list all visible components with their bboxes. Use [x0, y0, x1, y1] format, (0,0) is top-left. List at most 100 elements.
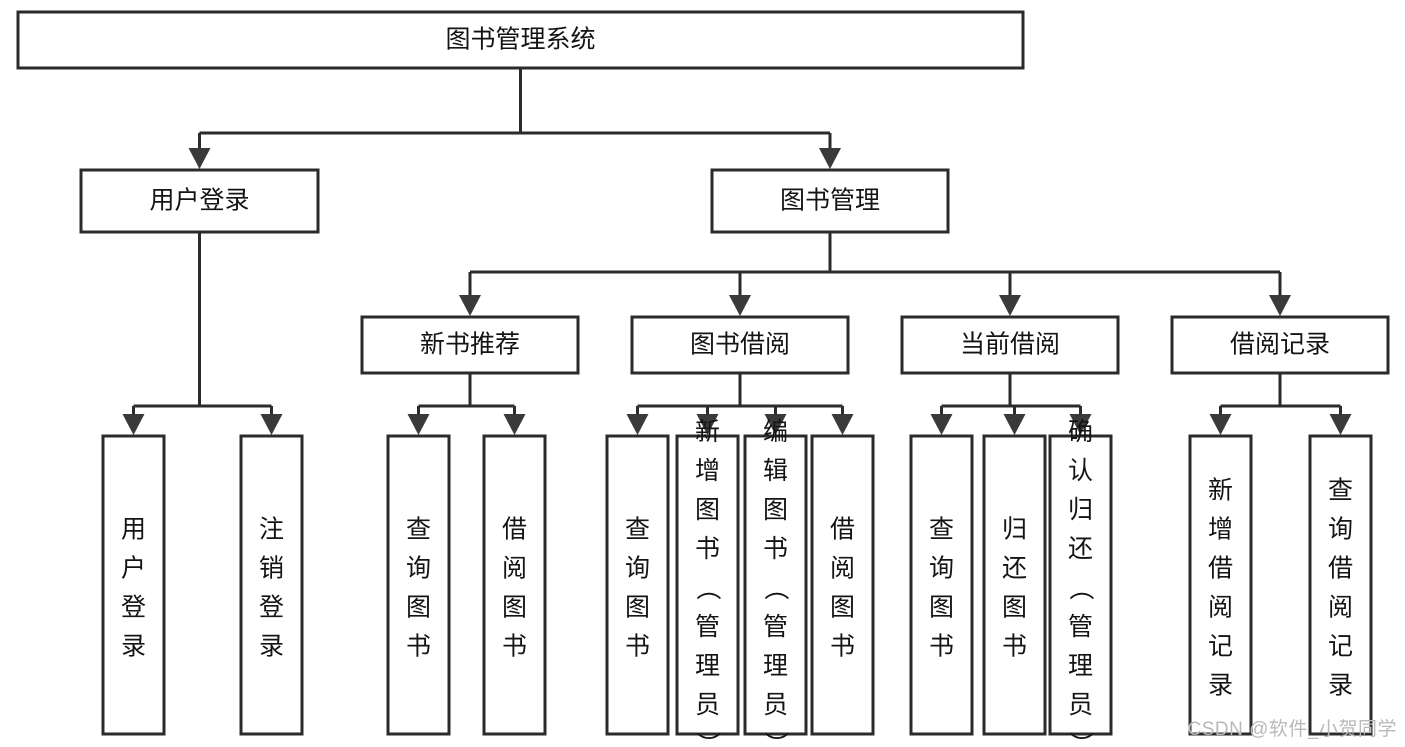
node-root[interactable]: 图书管理系统 [16, 10, 1025, 70]
node-label: 阅 [1328, 593, 1353, 621]
node-label: 询 [929, 554, 954, 582]
node-label: 管 [1068, 613, 1093, 641]
node-label: 理 [695, 652, 720, 680]
node-label: 查 [625, 515, 650, 543]
node-label: 借 [1328, 554, 1353, 582]
node-label: 图 [929, 593, 954, 621]
node-label: 记 [1328, 632, 1353, 660]
node-label: 借 [830, 515, 855, 543]
node-label: 辑 [763, 457, 788, 485]
node-label: 书 [763, 535, 788, 563]
node-label: 员 [695, 691, 720, 719]
node-label: 录 [259, 632, 284, 660]
node-label: 确 [1068, 418, 1093, 446]
node-label: 编 [763, 418, 788, 446]
node-label: （ [694, 575, 722, 600]
node-layer: 图书管理系统用户登录图书管理新书推荐图书借阅当前借阅借阅记录用户登录注销登录查询… [16, 10, 1390, 747]
node-label: 新书推荐 [420, 331, 520, 359]
node-label: 书 [929, 632, 954, 660]
node-label: 图书借阅 [690, 331, 790, 359]
node-label: 记 [1208, 632, 1233, 660]
node-label: 阅 [830, 554, 855, 582]
node-label: 录 [1208, 671, 1233, 699]
node-label: 注 [259, 515, 284, 543]
node-label: 用户登录 [149, 187, 249, 215]
node-label: 询 [406, 554, 431, 582]
node-label: 登 [259, 593, 284, 621]
node-label: 阅 [502, 554, 527, 582]
node-label: 登 [121, 593, 146, 621]
node-label: 阅 [1208, 593, 1233, 621]
node-label: ） [762, 731, 790, 747]
node-label: 员 [763, 691, 788, 719]
node-label: （ [1067, 575, 1095, 600]
node-label: 新 [1208, 476, 1233, 504]
node-book-management[interactable]: 图书管理 [710, 168, 950, 234]
csdn-watermark: CSDN @软件_小贺同学 [1187, 719, 1397, 740]
node-label: 理 [763, 652, 788, 680]
node-new-book-recommend[interactable]: 新书推荐 [360, 315, 580, 375]
node-label: （ [762, 575, 790, 600]
node-label: 员 [1068, 691, 1093, 719]
node-label: 认 [1068, 457, 1093, 485]
node-label: ） [694, 731, 722, 747]
node-label: 管 [695, 613, 720, 641]
node-user-login[interactable]: 用户登录 [79, 168, 320, 234]
node-label: 图 [1002, 593, 1027, 621]
node-label: 新 [695, 418, 720, 446]
node-label: 书 [830, 632, 855, 660]
node-label: 询 [1328, 515, 1353, 543]
node-label: 当前借阅 [960, 331, 1060, 359]
node-label: 借 [1208, 554, 1233, 582]
node-label: 书 [695, 535, 720, 563]
node-label: 书 [502, 632, 527, 660]
node-book-borrow[interactable]: 图书借阅 [630, 315, 850, 375]
node-label: 图 [763, 496, 788, 524]
node-label: 借 [502, 515, 527, 543]
node-label: 图 [625, 593, 650, 621]
node-label: 用 [121, 515, 146, 543]
node-label: 图书管理系统 [445, 26, 595, 54]
node-label: 还 [1002, 554, 1027, 582]
node-borrow-record[interactable]: 借阅记录 [1170, 315, 1390, 375]
node-label: 户 [121, 554, 146, 582]
node-label: 查 [1328, 476, 1353, 504]
node-label: 归 [1068, 496, 1093, 524]
node-label: 理 [1068, 652, 1093, 680]
node-label: 书 [406, 632, 431, 660]
node-label: 图 [695, 496, 720, 524]
node-label: 图 [502, 593, 527, 621]
node-label: 销 [259, 554, 284, 582]
node-label: 录 [1328, 671, 1353, 699]
node-label: 还 [1068, 535, 1093, 563]
node-label: 图 [830, 593, 855, 621]
node-label: 查 [406, 515, 431, 543]
node-label: 增 [695, 457, 720, 485]
node-label: 归 [1002, 515, 1027, 543]
node-label: 查 [929, 515, 954, 543]
node-label: ） [1067, 731, 1095, 747]
node-label: 图 [406, 593, 431, 621]
node-leaf-user-login[interactable]: 用户登录 [101, 434, 166, 736]
node-label: 管 [763, 613, 788, 641]
node-label: 借阅记录 [1230, 331, 1330, 359]
node-label: 书 [1002, 632, 1027, 660]
node-label: 录 [121, 632, 146, 660]
node-label: 增 [1208, 515, 1233, 543]
node-current-borrow[interactable]: 当前借阅 [900, 315, 1120, 375]
node-label: 询 [625, 554, 650, 582]
